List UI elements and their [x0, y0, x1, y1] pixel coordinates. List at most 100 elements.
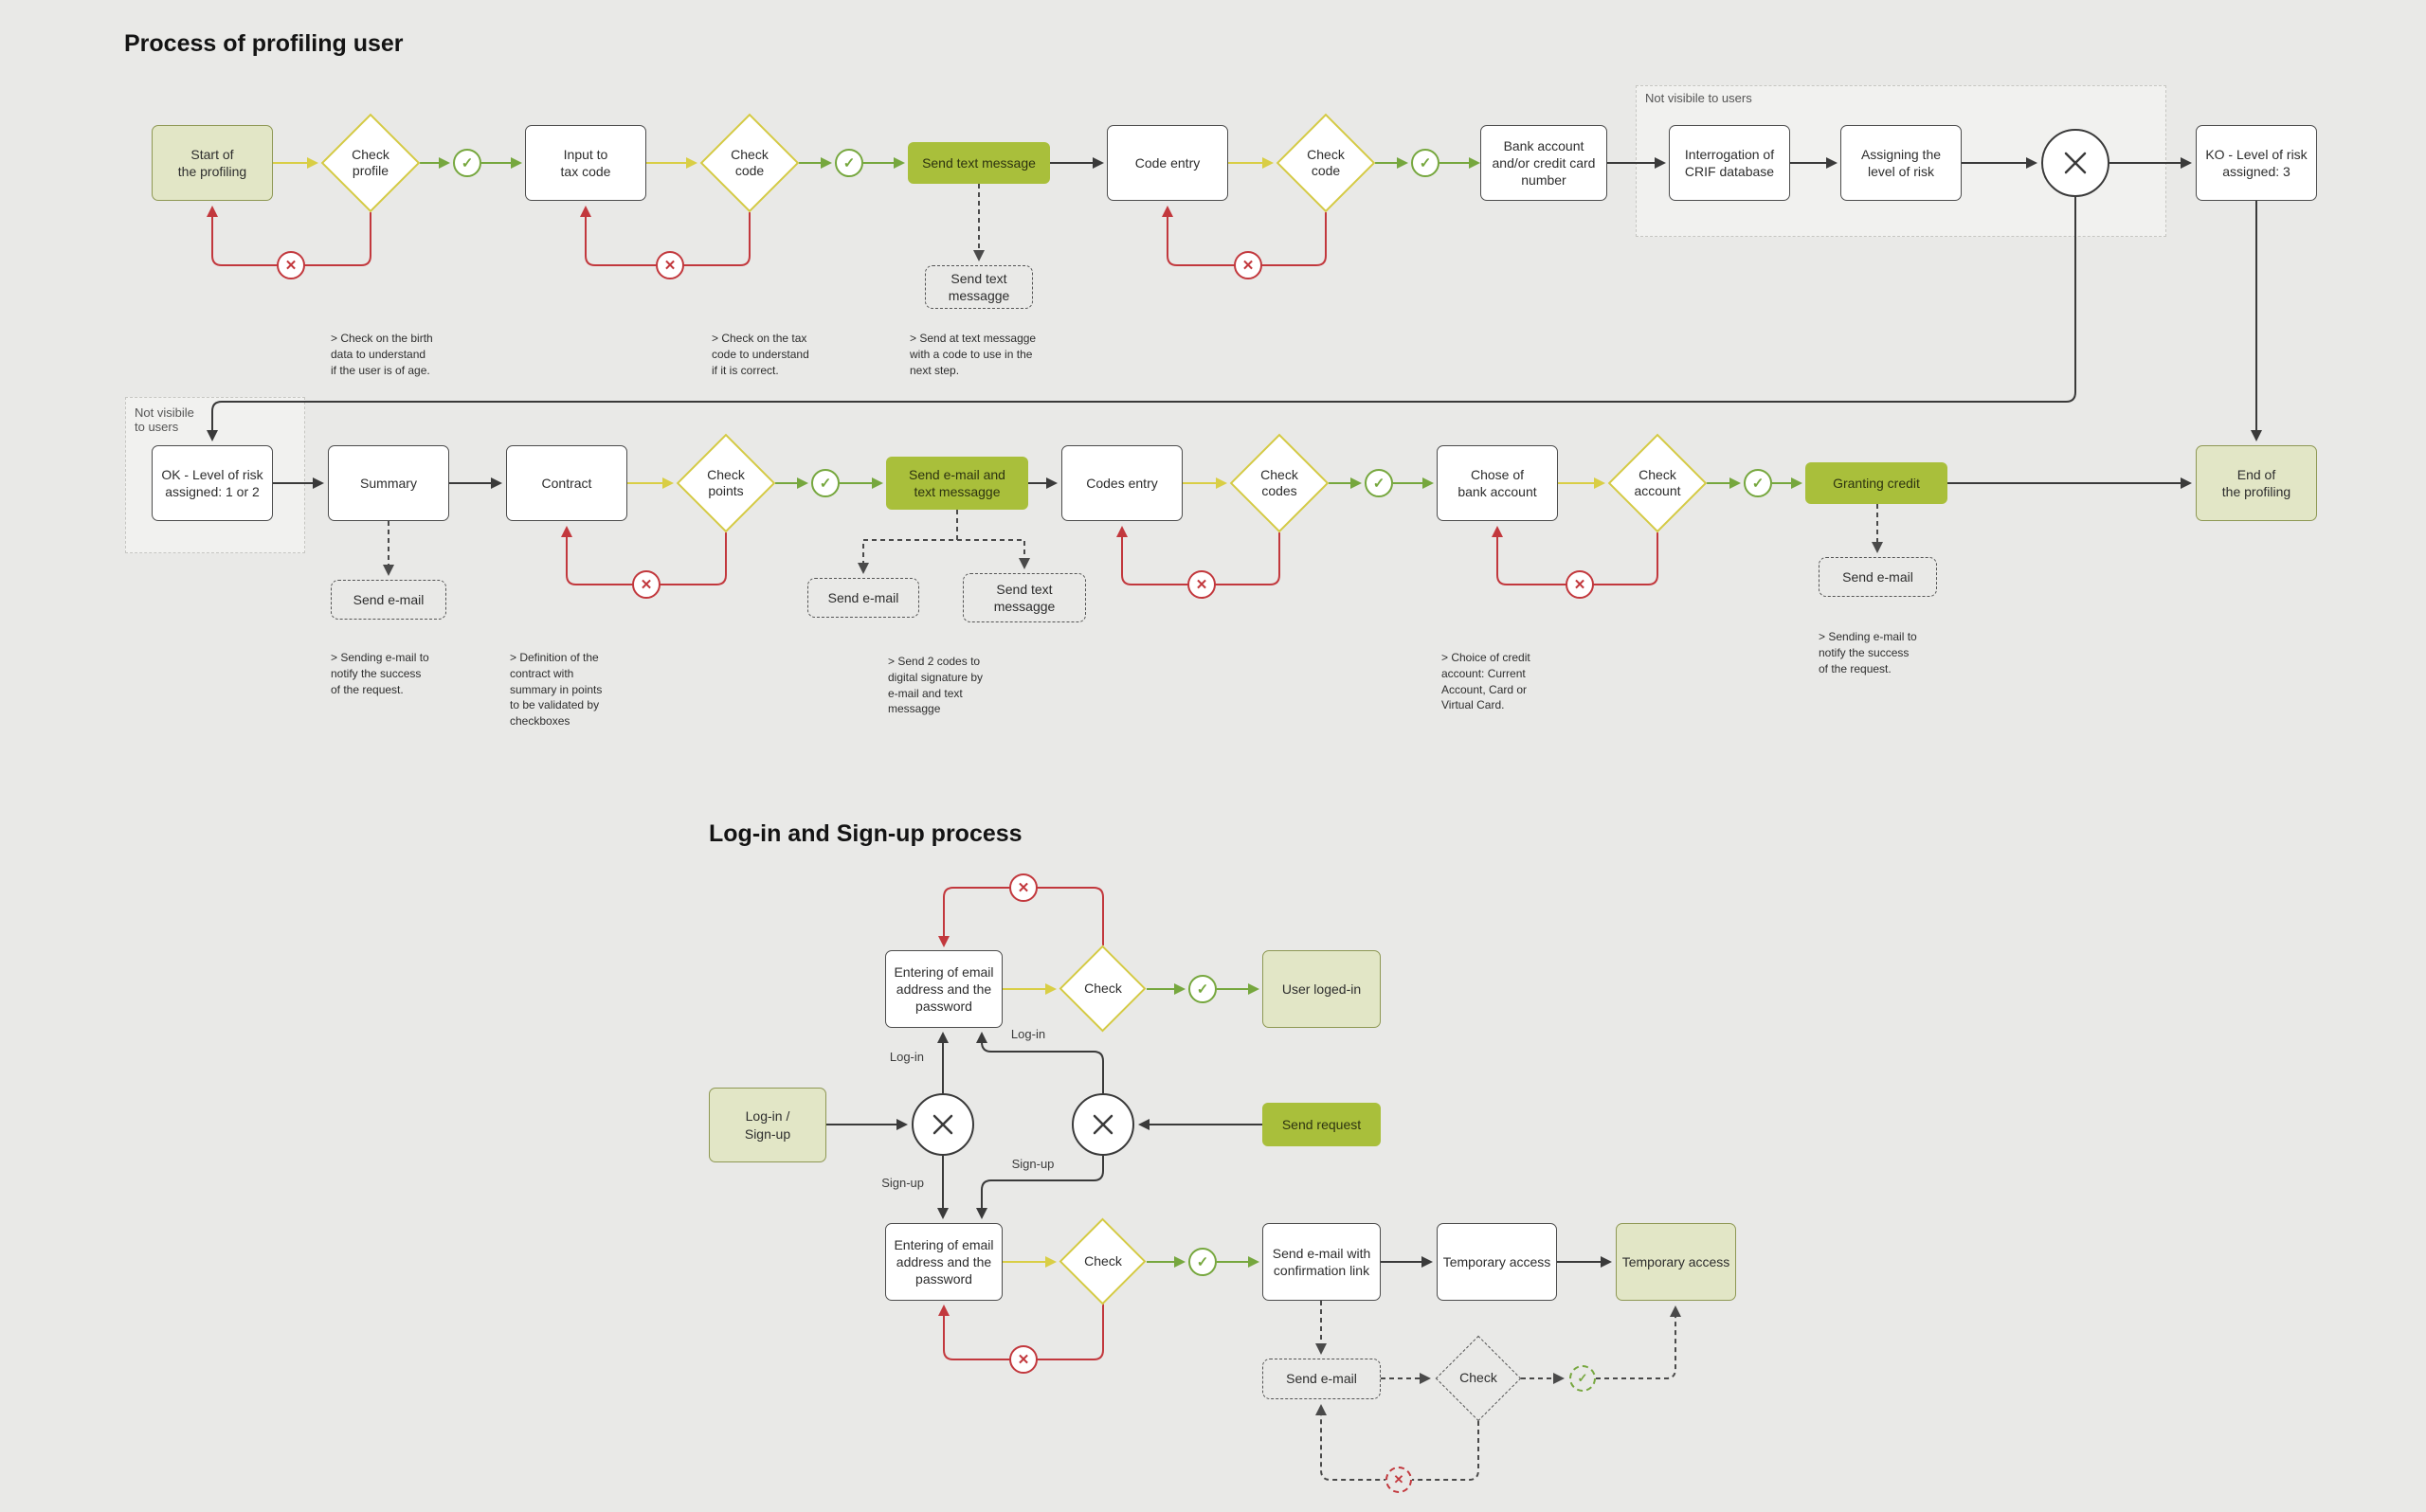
fail-cross-icon: ✕ — [277, 251, 305, 279]
success-check-icon: ✓ — [453, 149, 481, 177]
node-ok-risk: OK - Level of risk assigned: 1 or 2 — [152, 445, 273, 521]
node-input-tax-code: Input to tax code — [525, 125, 646, 201]
node-crif-database: Interrogation of CRIF database — [1669, 125, 1790, 201]
fail-cross-icon: ✕ — [1234, 251, 1262, 279]
node-ko-risk: KO - Level of risk assigned: 3 — [2196, 125, 2317, 201]
main-flows-dark — [207, 157, 2262, 1268]
fail-cross-icon: ✕ — [1187, 570, 1216, 599]
flow-xorb-down-signup — [976, 1156, 1104, 1219]
node-entering-email-2: Entering of email address and the passwo… — [885, 1223, 1003, 1301]
success-check-icon: ✓ — [1411, 149, 1439, 177]
annotation-two-codes: > Send 2 codes to digital signature by e… — [888, 655, 984, 716]
node-login-signup: Log-in / Sign-up — [709, 1088, 826, 1162]
annotation-contract-def: > Definition of the contract with summar… — [510, 651, 603, 729]
message-send-email-1: Send e-mail — [331, 580, 446, 620]
gateway-check-points: Check points — [676, 433, 776, 533]
annotation-check-birth: > Check on the birth data to understand … — [331, 332, 433, 377]
node-send-email-confirmation: Send e-mail with confirmation link — [1262, 1223, 1381, 1301]
node-send-email-and-text: Send e-mail and text messagge — [886, 457, 1028, 510]
flow-label-signup-a: Sign-up — [881, 1176, 924, 1190]
gateway-check-profile-label: Check profile — [352, 146, 389, 179]
msg-check-fail-loop — [1315, 1404, 1479, 1481]
gateway-check-profile: Check profile — [320, 113, 421, 213]
success-check-icon: ✓ — [811, 469, 840, 497]
annotation-account-choice: > Choice of credit account: Current Acco… — [1441, 651, 1530, 712]
success-check-icon: ✓ — [1569, 1365, 1596, 1392]
node-summary: Summary — [328, 445, 449, 521]
annotation-email-success-2: > Sending e-mail to notify the success o… — [1819, 630, 1917, 675]
xor-x-icon — [932, 1114, 953, 1135]
gateway-check-codes: Check codes — [1229, 433, 1330, 533]
node-temporary-access-2: Temporary access — [1616, 1223, 1736, 1301]
node-assign-risk: Assigning the level of risk — [1840, 125, 1962, 201]
annotation-email-success-1: > Sending e-mail to notify the success o… — [331, 651, 429, 696]
node-contract: Contract — [506, 445, 627, 521]
fail-flows-red — [207, 206, 1658, 1360]
login-title: Log-in and Sign-up process — [709, 820, 1023, 847]
gateway-login-check-2-label: Check — [1084, 1253, 1122, 1269]
message-send-email-2: Send e-mail — [807, 578, 919, 618]
msg-sendemailtext-to-email — [858, 510, 958, 574]
message-send-email-login: Send e-mail — [1262, 1359, 1381, 1399]
flow-xorb-up-login — [976, 1032, 1104, 1093]
gateway-check-points-label: Check points — [707, 466, 745, 499]
xor-gateway-icon — [2041, 129, 2109, 197]
xor-gateway-icon — [912, 1093, 974, 1156]
success-check-icon: ✓ — [1188, 1248, 1217, 1276]
gateway-email-check-dashed: Check — [1435, 1335, 1522, 1422]
node-entering-email-1: Entering of email address and the passwo… — [885, 950, 1003, 1028]
fail-cross-icon: ✕ — [656, 251, 684, 279]
annotation-check-tax: > Check on the tax code to understand if… — [712, 332, 809, 377]
region-not-visible-top-label: Not visibile to users — [1645, 91, 1752, 105]
flow-xor-to-ok-risk — [207, 197, 2076, 441]
gateway-check-code-2: Check code — [1276, 113, 1376, 213]
flow-label-login-a: Log-in — [889, 1050, 924, 1064]
profiling-title: Process of profiling user — [124, 30, 404, 57]
success-check-icon: ✓ — [1365, 469, 1393, 497]
gateway-check-codes-label: Check codes — [1260, 466, 1298, 499]
success-check-icon: ✓ — [1188, 975, 1217, 1003]
node-end-profiling: End of the profiling — [2196, 445, 2317, 521]
msg-sendemailtext-to-text — [957, 539, 1030, 569]
node-temporary-access-1: Temporary access — [1437, 1223, 1557, 1301]
message-send-text-1: Send text messagge — [925, 265, 1033, 309]
gateway-login-check-1-label: Check — [1084, 981, 1122, 997]
success-check-icon: ✓ — [835, 149, 863, 177]
check-flows-yellow — [273, 157, 1605, 1268]
msg-ok-to-temp2 — [1596, 1305, 1681, 1379]
fail-cross-icon: ✕ — [1009, 1345, 1038, 1374]
gateway-check-account: Check account — [1607, 433, 1708, 533]
gateway-check-code-2-label: Check code — [1307, 146, 1345, 179]
node-send-text-message: Send text message — [908, 142, 1050, 184]
node-bank-account: Bank account and/or credit card number — [1480, 125, 1607, 201]
gateway-check-code-1: Check code — [699, 113, 800, 213]
node-codes-entry: Codes entry — [1061, 445, 1183, 521]
flow-label-login-b: Log-in — [1010, 1027, 1046, 1041]
message-flows-dashed — [383, 184, 1883, 1481]
fail-cross-icon: ✕ — [1009, 873, 1038, 902]
xor-gateway-icon — [1072, 1093, 1134, 1156]
gateway-login-check-1: Check — [1059, 945, 1147, 1033]
gateway-email-check-dashed-label: Check — [1459, 1370, 1497, 1386]
region-not-visible-left-label: Not visibile to users — [135, 405, 194, 434]
node-granting-credit: Granting credit — [1805, 462, 1947, 504]
success-flows-green — [420, 157, 1802, 1268]
node-send-request: Send request — [1262, 1103, 1381, 1146]
fail-cross-icon: ✕ — [1385, 1467, 1412, 1493]
message-send-text-2: Send text messagge — [963, 573, 1086, 622]
fail-cross-icon: ✕ — [632, 570, 661, 599]
gateway-check-account-label: Check account — [1634, 466, 1681, 499]
flow-label-signup-b: Sign-up — [1011, 1157, 1055, 1171]
success-check-icon: ✓ — [1744, 469, 1772, 497]
node-code-entry: Code entry — [1107, 125, 1228, 201]
node-chose-bank-account: Chose of bank account — [1437, 445, 1558, 521]
gateway-login-check-2: Check — [1059, 1217, 1147, 1305]
gateway-check-code-1-label: Check code — [731, 146, 769, 179]
annotation-send-text: > Send at text messagge with a code to u… — [910, 332, 1037, 377]
fail-cross-icon: ✕ — [1566, 570, 1594, 599]
xor-x-icon — [1093, 1114, 1113, 1135]
node-start-profiling: Start of the profiling — [152, 125, 273, 201]
node-user-logged-in: User loged-in — [1262, 950, 1381, 1028]
